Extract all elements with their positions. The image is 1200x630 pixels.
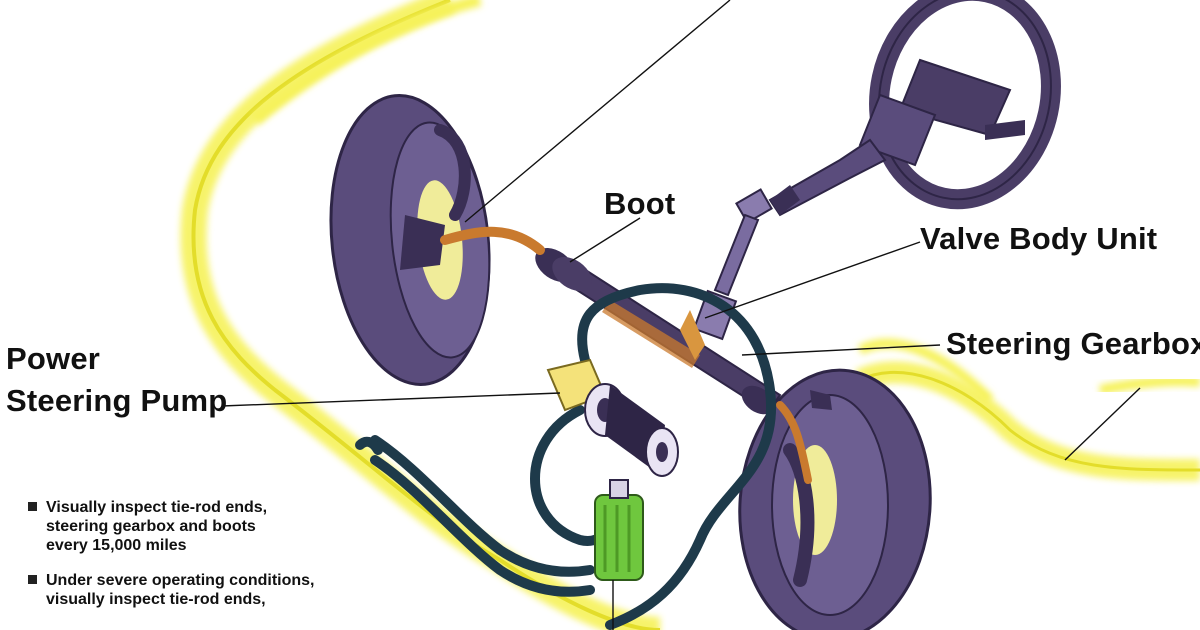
label-valve-body-unit: Valve Body Unit [920, 221, 1158, 256]
note-line: steering gearbox and boots [46, 518, 256, 535]
power-steering-pump [546, 358, 679, 477]
label-boot: Boot [604, 186, 676, 221]
bullet-square-icon [28, 575, 37, 584]
fluid-reservoir [594, 479, 644, 581]
leader-lines [221, 0, 1141, 630]
inspection-notes: Visually inspect tie-rod ends, steering … [28, 498, 366, 625]
note-line: Visually inspect tie-rod ends, [46, 499, 268, 516]
note-line: visually inspect tie-rod ends, [46, 591, 266, 608]
label-power: Power [6, 341, 101, 376]
note-item: Visually inspect tie-rod ends, steering … [28, 498, 366, 555]
note-line: Under severe operating conditions, [46, 572, 315, 589]
note-item: Under severe operating conditions, visua… [28, 571, 366, 609]
note-line: every 15,000 miles [46, 537, 187, 554]
right-tire [738, 368, 932, 630]
bullet-square-icon [28, 502, 37, 511]
label-steering-gearbox: Steering Gearbox [946, 326, 1200, 361]
tie-rods [440, 226, 812, 484]
steering-column [713, 138, 887, 297]
left-tire [329, 94, 491, 386]
label-steering-pump: Steering Pump [6, 383, 228, 418]
steering-wheel [858, 0, 1061, 210]
